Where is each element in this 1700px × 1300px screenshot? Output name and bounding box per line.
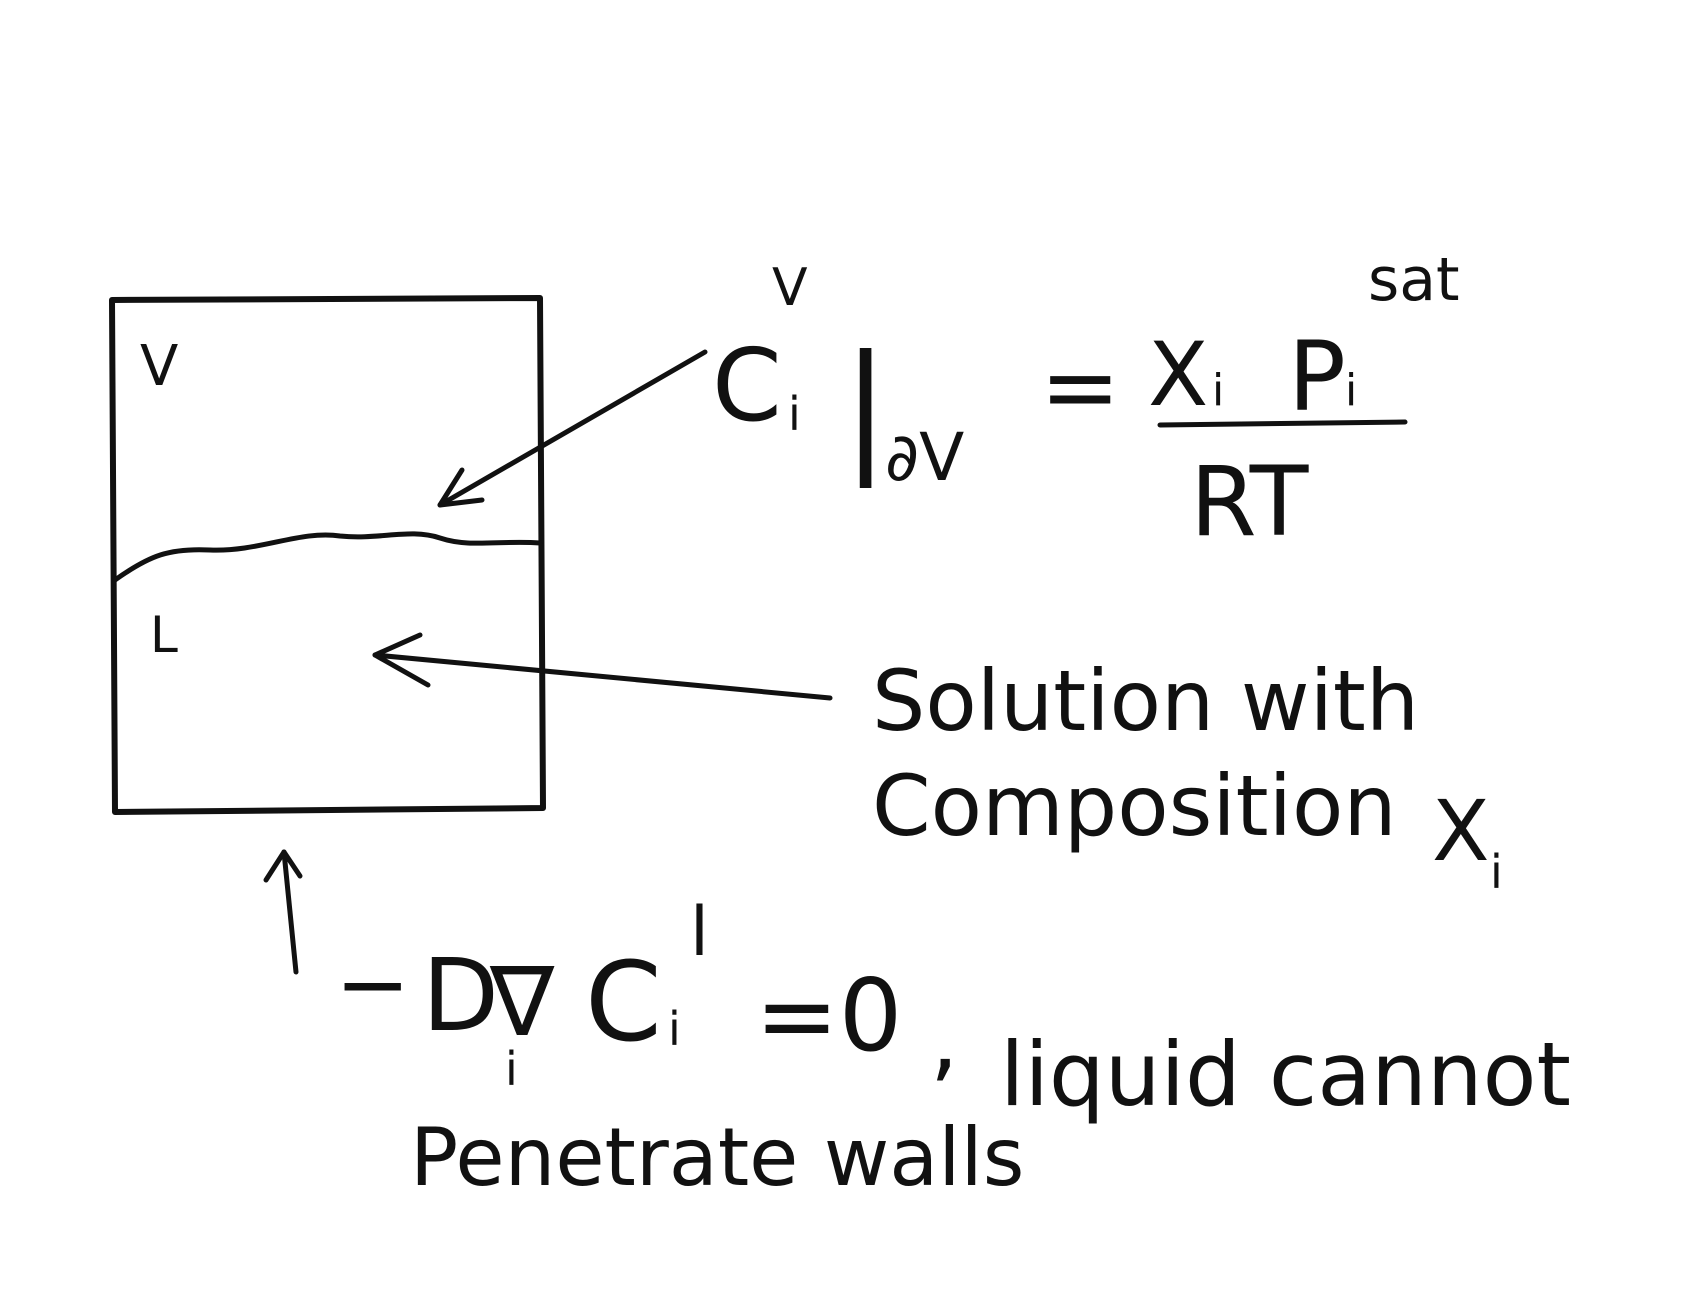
eq-numerator-x: X xyxy=(1148,323,1208,426)
eq-lhs-symbol: C xyxy=(712,327,782,444)
bc-equals-zero: =0 xyxy=(755,957,902,1074)
eq-numerator-p-superscript: sat xyxy=(1368,245,1460,315)
bc-minus: − xyxy=(335,932,410,1037)
container-left-wall xyxy=(110,298,117,814)
equilibrium-equation: C V i | ∂V = X i P i sat RT xyxy=(712,245,1460,558)
eq-lhs-subscript: i xyxy=(788,387,801,441)
bc-c-superscript: l xyxy=(690,893,709,972)
liquid-phase-label: L xyxy=(150,606,178,664)
wall-arrow xyxy=(263,849,303,975)
eq-numerator-x-subscript: i xyxy=(1212,365,1224,416)
annotation-composition-subscript: i xyxy=(1490,845,1503,899)
bc-c-symbol: C xyxy=(585,938,662,1066)
liquid-vapor-interface xyxy=(112,531,543,583)
bc-text-line1: liquid cannot xyxy=(1000,1023,1571,1126)
interface-arrow xyxy=(437,349,708,508)
bc-d-subscript: i xyxy=(505,1042,518,1096)
boundary-condition: − D i ∇ C l i =0 , liquid cannot Penetra… xyxy=(335,893,1571,1204)
eq-evaluation-subscript: ∂V xyxy=(885,419,964,496)
solution-annotation: Solution with Composition X i xyxy=(872,652,1503,899)
bc-text-line2: Penetrate walls xyxy=(410,1111,1024,1204)
bc-c-subscript: i xyxy=(668,1002,681,1056)
annotation-line1: Solution with xyxy=(872,652,1419,750)
annotation-composition-symbol: X xyxy=(1432,782,1490,880)
vapor-phase-label: V xyxy=(140,334,178,399)
annotation-line2: Composition xyxy=(872,757,1397,855)
eq-numerator-p: P xyxy=(1288,321,1346,433)
eq-equals: = xyxy=(1040,331,1120,443)
eq-fraction-bar xyxy=(1157,419,1408,428)
eq-evaluation-bar: | xyxy=(842,326,889,489)
eq-numerator-p-subscript: i xyxy=(1345,365,1357,416)
bc-nabla: ∇ xyxy=(489,946,555,1058)
bc-d-symbol: D xyxy=(422,937,499,1054)
bc-comma: , xyxy=(930,987,959,1092)
liquid-arrow xyxy=(372,632,833,701)
eq-lhs-superscript: V xyxy=(772,258,808,318)
eq-denominator: RT xyxy=(1190,446,1309,558)
container-diagram: V L xyxy=(109,295,546,815)
